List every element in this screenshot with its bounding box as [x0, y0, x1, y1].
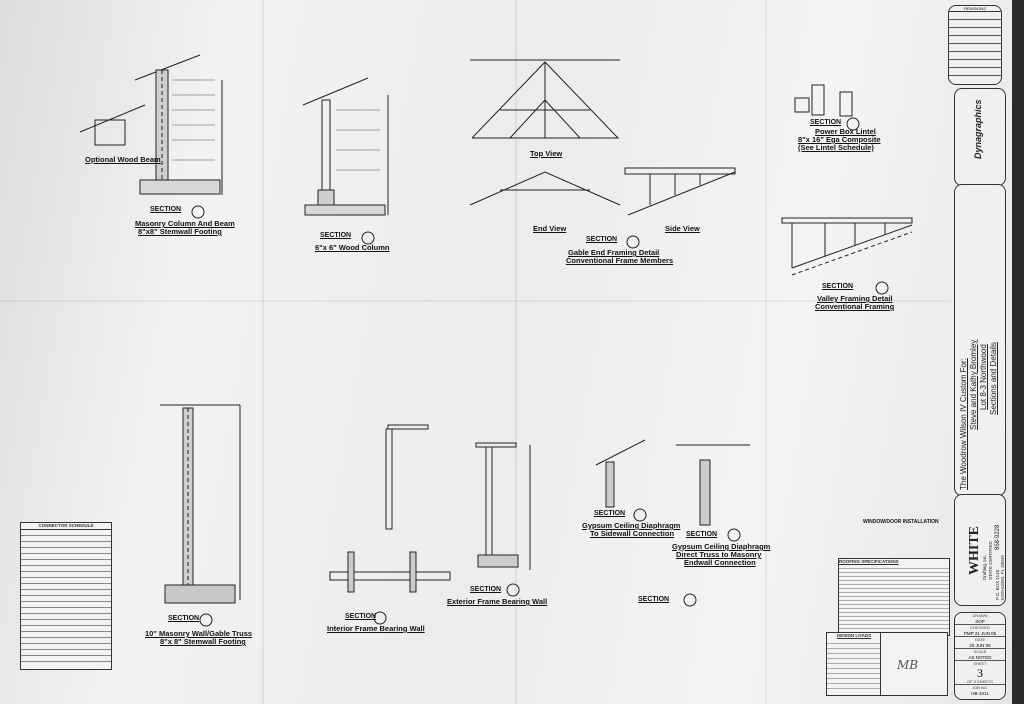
- sheet-number: 3: [977, 665, 983, 680]
- job-label: JOB NO.: [955, 684, 1005, 691]
- top-view-label: Top View: [530, 149, 563, 158]
- section-label: SECTION: [168, 615, 200, 622]
- checked-label: CHECKED: [955, 624, 1005, 631]
- checked-value: PMP 21 JUN 05: [963, 630, 997, 636]
- exterior-wall-title: Exterior Frame Bearing Wall: [447, 597, 548, 606]
- section-label: SECTION: [320, 232, 352, 239]
- date-label: DATE: [955, 636, 1005, 643]
- section-label: SECTION: [586, 236, 618, 243]
- signature: MB: [897, 658, 919, 672]
- scale-value: AS NOTED: [968, 654, 992, 660]
- masonry-wall-subtitle: 8"x 8" Stemwall Footing: [160, 637, 246, 646]
- of-label: OF: [966, 678, 973, 684]
- section-label: SECTION: [638, 596, 670, 603]
- gypsum-sidewall-title: Gypsum Ceiling Diaphragm: [582, 521, 681, 530]
- design-loads-heading: DESIGN LOADS: [836, 633, 872, 638]
- masonry-wall-title: 10" Masonry Wall/Gable Truss: [145, 629, 253, 638]
- connector-schedule-title: CONNECTOR SCHEDULE: [21, 523, 111, 530]
- drafter-phone: 858-9228: [995, 524, 1001, 550]
- fold-line: [515, 0, 517, 704]
- window-door-installation-heading: WINDOW/DOOR INSTALLATION: [863, 519, 939, 525]
- masonry-wall-drawing: [160, 404, 241, 604]
- drawn-label: DRAWN: [972, 613, 988, 618]
- gypsum-endwall-subtitle: Direct Truss to Masonry: [676, 550, 762, 559]
- valley-framing-drawing: [781, 217, 913, 276]
- section-label: SECTION: [594, 510, 626, 517]
- valley-subtitle: Conventional Framing: [815, 302, 895, 311]
- interior-wall-drawing: [329, 424, 451, 593]
- job-number: HB-1011: [971, 690, 989, 696]
- gypsum-sidewall-subtitle: To Sidewall Connection: [590, 529, 675, 538]
- drawn-value: SOP: [975, 618, 985, 624]
- lintel-drawing: [794, 84, 853, 117]
- sheet-count: 5: [973, 678, 976, 684]
- wood-column-drawing: [302, 77, 389, 216]
- side-view-label: Side View: [665, 224, 700, 233]
- interior-wall-title: Interior Frame Bearing Wall: [327, 624, 425, 633]
- section-markers: [191, 117, 889, 627]
- section-label: SECTION: [345, 613, 377, 620]
- firm-logo-block: Dynagraphics: [954, 88, 1006, 186]
- project-title-line1: The Woodrow Wilson IV Custom For:: [959, 358, 968, 490]
- connector-schedule-table: CONNECTOR SCHEDULE: [20, 522, 112, 670]
- optional-wood-beam-title: Optional Wood Beam: [85, 155, 161, 164]
- section-label: SECTION: [822, 283, 854, 290]
- sheet-info-block: DRAWN SOP CHECKED PMP 21 JUN 05 DATE 20 …: [954, 612, 1006, 700]
- end-view-label: End View: [533, 224, 567, 233]
- gable-detail-subtitle: Conventional Frame Members: [566, 256, 674, 265]
- gypsum-endwall-note: Endwall Connection: [684, 558, 756, 567]
- wood-column-title: 6"x 6" Wood Column: [315, 243, 390, 252]
- drafter-name: WHITE: [967, 525, 982, 575]
- fold-line: [765, 0, 767, 704]
- lintel-subtitle: 8"x 16" Ega Composite: [798, 135, 881, 144]
- masonry-column-subtitle: 8"x8" Stemwall Footing: [138, 227, 222, 236]
- masonry-column-title: Masonry Column And Beam: [135, 219, 235, 228]
- project-client: Steve and Kathy Bromley: [969, 339, 978, 430]
- project-lot: Lot 8-3 Northwood: [979, 344, 988, 410]
- drafter-block: WHITE Drafting, Inc. STATE CERTIFIED P.O…: [954, 494, 1006, 606]
- masonry-column-drawing: [79, 54, 223, 195]
- valley-title: Valley Framing Detail: [817, 294, 893, 303]
- gable-detail-title: Gable End Framing Detail: [568, 248, 660, 257]
- section-label: SECTION: [470, 586, 502, 593]
- design-loads-box: DESIGN LOADS: [826, 632, 882, 696]
- signature-box: MB: [880, 632, 948, 696]
- roofing-specifications-heading: ROOFING SPECIFICATIONS: [839, 559, 899, 564]
- sheets-label: SHEETS: [977, 678, 994, 684]
- lintel-note: (See Lintel Schedule): [798, 143, 874, 152]
- section-label: SECTION: [686, 531, 718, 538]
- exterior-wall-drawing: [475, 442, 531, 570]
- gable-truss-drawing: [469, 59, 736, 216]
- lintel-title: Power Box Lintel: [815, 127, 876, 136]
- drafter-certification: STATE CERTIFIED: [988, 541, 993, 580]
- date-value: 20 JUN 05: [969, 642, 991, 648]
- section-label: SECTION: [810, 119, 842, 126]
- gypsum-connection-drawing: [595, 439, 750, 526]
- sheet-label: SHEET: [955, 660, 1005, 667]
- scale-label: SCALE: [955, 648, 1005, 655]
- revisions-heading: REVISIONS: [949, 6, 1001, 12]
- roofing-specifications-box: ROOFING SPECIFICATIONS: [838, 558, 950, 636]
- section-label: SECTION: [150, 206, 182, 213]
- gypsum-endwall-title: Gypsum Ceiling Diaphragm: [672, 542, 771, 551]
- fold-line: [262, 0, 264, 704]
- project-title-block: The Woodrow Wilson IV Custom For: Steve …: [954, 184, 1006, 496]
- drafter-company: Drafting, Inc.: [982, 554, 987, 580]
- sheet-subject: Sections and Details: [989, 342, 998, 415]
- revisions-block: REVISIONS: [948, 5, 1002, 85]
- fold-line: [0, 300, 950, 302]
- drafter-address-2: KATHLEEN, FL 33849: [1000, 555, 1005, 600]
- firm-logo: Dynagraphics: [973, 99, 983, 159]
